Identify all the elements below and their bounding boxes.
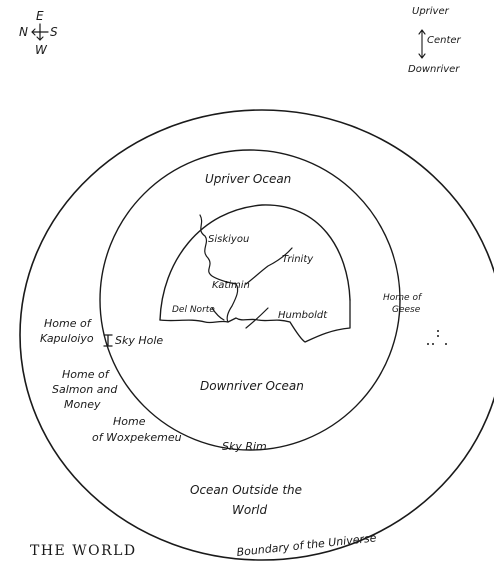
compass: E N S W: [19, 9, 58, 57]
compass-arrow-west: [36, 36, 44, 41]
compass-cross: [31, 23, 49, 41]
sky-hole-marker: [103, 334, 113, 347]
key-downriver: Downriver: [408, 64, 460, 75]
compass-west: W: [35, 43, 48, 57]
siskiyou-river: [199, 214, 237, 285]
katimin-label: Katimin: [212, 280, 250, 291]
key-upriver: Upriver: [412, 6, 450, 17]
home-of-kapuloiyo-line1: Home of: [44, 317, 93, 330]
del-norte-river: [211, 307, 225, 321]
home-of-geese-line2: Geese: [392, 305, 421, 315]
universe-boundary-circle: [19, 109, 494, 561]
key-arrow: [418, 29, 426, 59]
home-of-salmon-line2: Salmon and: [52, 383, 118, 396]
river-direction-key: Upriver Center Downriver: [408, 6, 462, 75]
outside-ocean-label-line1: Ocean Outside the: [190, 483, 302, 497]
del-norte-label: Del Norte: [172, 305, 215, 315]
humboldt-river: [245, 307, 269, 329]
upriver-ocean-label: Upriver Ocean: [205, 172, 291, 186]
sky-rim-label: Sky Rim: [222, 440, 267, 453]
home-of-salmon-line1: Home of: [62, 368, 111, 381]
home-of-geese-line1: Home of: [383, 293, 423, 303]
outside-ocean-label-line2: World: [232, 503, 267, 517]
home-of-kapuloiyo-line2: Kapuloiyo: [40, 332, 94, 345]
home-of-woxpekemeu-line1: Home: [113, 415, 146, 428]
trinity-label: Trinity: [282, 254, 314, 265]
sky-hole-label: Sky Hole: [115, 334, 163, 347]
map-title: THE WORLD: [30, 543, 137, 559]
boundary-label: Boundary of the Universe: [236, 531, 377, 559]
coastline: [159, 299, 351, 343]
key-center: Center: [427, 35, 462, 46]
downriver-ocean-label: Downriver Ocean: [200, 379, 304, 393]
humboldt-label: Humboldt: [278, 310, 328, 321]
sky-rim-circle: [99, 149, 401, 451]
compass-east: E: [36, 9, 44, 23]
home-of-woxpekemeu-line2: of Woxpekemeu: [92, 431, 182, 444]
main-river: [226, 283, 239, 323]
compass-south: S: [50, 25, 58, 39]
home-of-salmon-line3: Money: [64, 398, 101, 411]
land-arc: [159, 204, 351, 321]
compass-arrow-north: [31, 28, 36, 36]
dots: [427, 330, 447, 345]
siskiyou-label: Siskiyou: [208, 234, 249, 245]
trinity-river: [245, 247, 293, 285]
compass-north: N: [19, 25, 28, 39]
